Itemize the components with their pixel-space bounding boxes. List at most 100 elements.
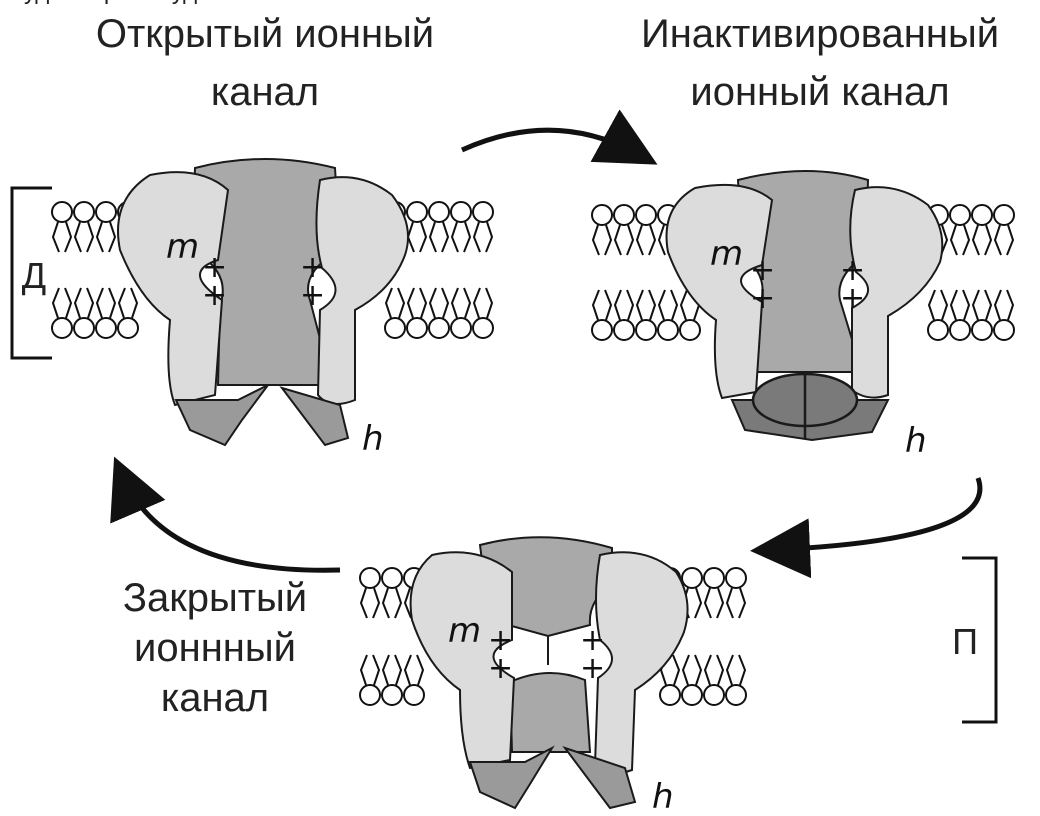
lipid-head (473, 202, 493, 222)
lipid-head (473, 318, 493, 338)
lipid-tail (995, 290, 1013, 320)
charge-plus: + (580, 651, 605, 686)
lipid-tail (474, 222, 492, 252)
lipid-tail (637, 290, 655, 320)
lipid-tail (929, 290, 947, 320)
closed-channel-title-line1: Закрытый (80, 576, 350, 620)
closed-channel-title-line2: ионнный (80, 626, 350, 670)
lipid-tail (615, 225, 633, 255)
lipid-head (74, 318, 94, 338)
lipid-tail (727, 588, 745, 618)
lipid-head (118, 318, 138, 338)
lipid-head (52, 318, 72, 338)
lipid-tail (383, 588, 401, 618)
lipid-head (680, 320, 700, 340)
open-channel-title-line2: канал (50, 70, 480, 114)
lipid-head (636, 205, 656, 225)
inactivated-channel-h-label: h (905, 421, 927, 461)
closed-channel (411, 537, 688, 808)
lipid-head (404, 685, 424, 705)
closed-channel-h-label: h (652, 777, 674, 816)
lipid-tail (119, 288, 137, 318)
lipid-head (592, 320, 612, 340)
lipid-tail (361, 655, 379, 685)
lipid-head (704, 568, 724, 588)
inactivated-channel-title-line1: Инактивированный (600, 12, 1040, 56)
lipid-head (682, 685, 702, 705)
lipid-head (407, 318, 427, 338)
lipid-head (592, 205, 612, 225)
lipid-tail (408, 288, 426, 318)
lipid-tail (53, 222, 71, 252)
lipid-tail (405, 655, 423, 685)
open-channel-subunit-right (316, 177, 408, 404)
lipid-head (385, 318, 405, 338)
lipid-tail (705, 588, 723, 618)
closed-channel-m-label: m (448, 611, 481, 651)
lipid-head (658, 320, 678, 340)
lipid-head (950, 205, 970, 225)
closed-channel-pore-lower (510, 673, 590, 752)
inactivated-channel-m-label: m (710, 234, 743, 274)
lipid-tail (727, 655, 745, 685)
lipid-tail (430, 222, 448, 252)
lipid-tail (75, 288, 93, 318)
lipid-head (726, 568, 746, 588)
lipid-head (96, 202, 116, 222)
lipid-head (994, 320, 1014, 340)
lipid-tail (474, 288, 492, 318)
lipid-tail (383, 655, 401, 685)
lipid-tail (452, 288, 470, 318)
lipid-head (682, 568, 702, 588)
lipid-head (726, 685, 746, 705)
polarization-bracket-label: П (940, 620, 990, 664)
inactivated-channel-title-line2: ионный канал (600, 70, 1040, 114)
lipid-tail (386, 288, 404, 318)
open-channel (118, 159, 408, 445)
lipid-head (52, 202, 72, 222)
arrow-open-to-inactivated (462, 130, 640, 155)
lipid-head (382, 685, 402, 705)
lipid-head (704, 685, 724, 705)
depolarization-bracket-label: Д (14, 254, 54, 298)
closed-channel-title-line3: канал (80, 676, 350, 720)
lipid-head (96, 318, 116, 338)
arrow-closed-to-open (122, 475, 340, 570)
lipid-tail (615, 290, 633, 320)
inactivated-channel (667, 171, 943, 440)
charge-plus: + (840, 281, 865, 316)
charge-plus: + (300, 278, 325, 313)
lipid-head (407, 202, 427, 222)
arrow-inactivated-to-closed (770, 478, 980, 550)
lipid-head (928, 320, 948, 340)
lipid-head (360, 685, 380, 705)
lipid-head (660, 685, 680, 705)
lipid-tail (973, 225, 991, 255)
lipid-head (382, 568, 402, 588)
lipid-tail (951, 290, 969, 320)
lipid-tail (593, 290, 611, 320)
lipid-tail (951, 225, 969, 255)
charge-plus: + (750, 281, 775, 316)
lipid-head (429, 318, 449, 338)
lipid-tail (97, 222, 115, 252)
charge-plus: + (488, 651, 513, 686)
lipid-tail (75, 222, 93, 252)
lipid-tail (53, 288, 71, 318)
lipid-head (74, 202, 94, 222)
lipid-tail (430, 288, 448, 318)
lipid-head (994, 205, 1014, 225)
lipid-tail (637, 225, 655, 255)
closed-channel-subunit-right (595, 552, 688, 773)
lipid-tail (659, 290, 677, 320)
open-channel-h-label: h (362, 419, 384, 459)
lipid-head (429, 202, 449, 222)
lipid-head (451, 202, 471, 222)
charge-plus: + (202, 278, 227, 313)
lipid-head (451, 318, 471, 338)
lipid-head (360, 568, 380, 588)
lipid-tail (683, 655, 701, 685)
lipid-tail (361, 588, 379, 618)
lipid-tail (973, 290, 991, 320)
lipid-head (614, 320, 634, 340)
